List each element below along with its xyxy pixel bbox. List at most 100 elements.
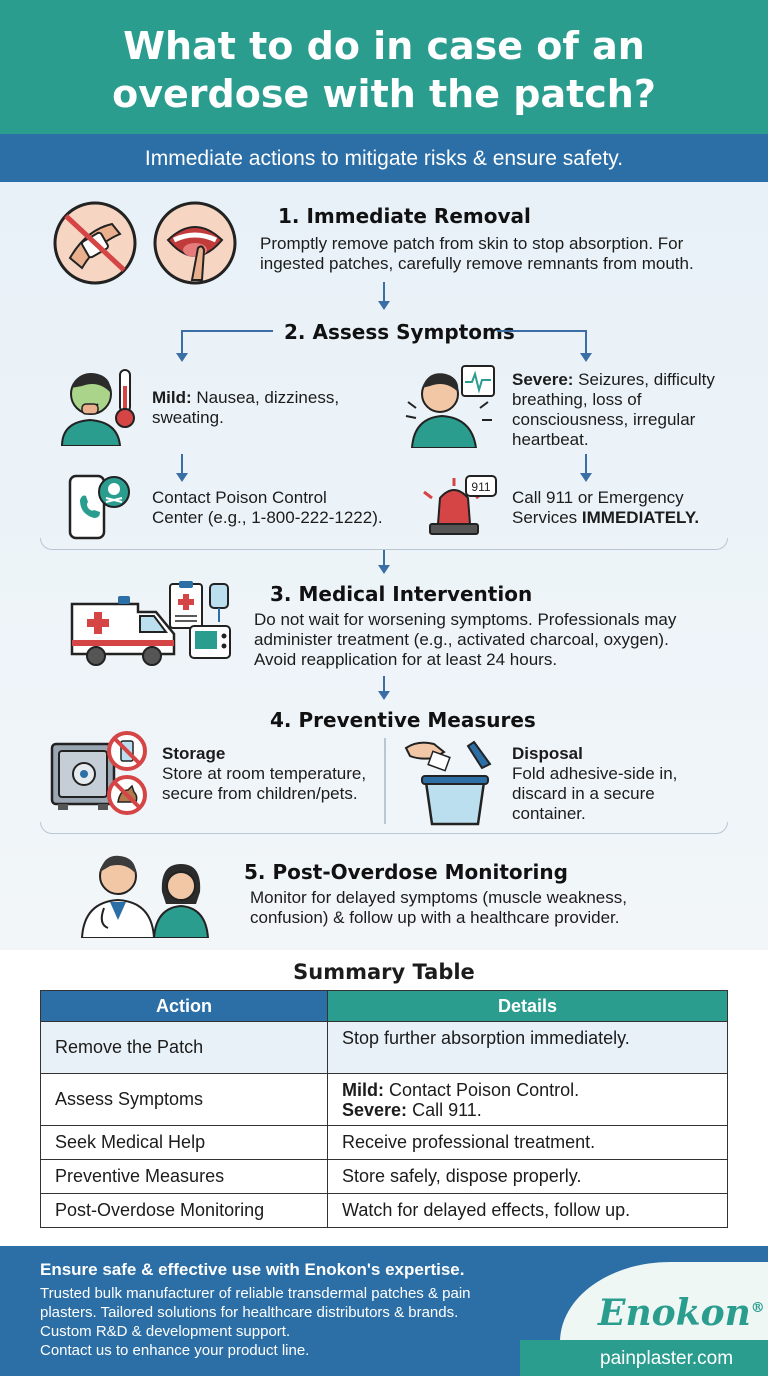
summary-title: Summary Table	[293, 960, 475, 984]
footer-line4: Contact us to enhance your product line.	[40, 1342, 310, 1359]
title-line-2: overdose with the patch?	[112, 72, 656, 116]
medical-chart-icon	[169, 581, 203, 629]
step5-line2: confusion) & follow up with a healthcare…	[250, 908, 620, 927]
mouth-icon	[153, 201, 237, 285]
ambulance-icon	[70, 596, 176, 666]
doctor-icon	[80, 855, 156, 938]
footer-line3: Custom R&D & development support.	[40, 1323, 291, 1340]
arrow-down	[176, 330, 188, 362]
disposal-title: Disposal	[512, 744, 583, 763]
brand-name: Enokon	[598, 1292, 751, 1334]
details-cell: Stop further absorption immediately.	[327, 1021, 728, 1074]
step3-line2: administer treatment (e.g., activated ch…	[254, 630, 669, 649]
site-link[interactable]: painplaster.com	[600, 1348, 734, 1369]
mild-label: Mild:	[152, 388, 192, 407]
section-divider	[40, 538, 728, 550]
mild-action-line1: Contact Poison Control	[152, 488, 327, 507]
brand-logo: Enokon®	[598, 1292, 765, 1334]
patient-icon	[152, 864, 210, 938]
storage-title: Storage	[162, 744, 226, 763]
footer-heading: Ensure safe & effective use with Enokon'…	[40, 1260, 465, 1279]
emergency-siren-icon: 911	[423, 475, 497, 535]
safe-icon	[50, 742, 116, 810]
page-title: What to do in case of an overdose with t…	[0, 0, 768, 118]
distressed-person-icon	[405, 373, 492, 448]
storage-line1: Store at room temperature,	[162, 764, 367, 783]
thermometer-icon	[115, 369, 135, 428]
mild-text: Nausea, dizziness,	[191, 388, 340, 407]
severe-text-4: heartbeat.	[512, 430, 589, 449]
step5-text: Monitor for delayed symptoms (muscle wea…	[250, 888, 730, 928]
brand-mark: ®	[750, 1300, 765, 1316]
column-separator	[384, 738, 386, 824]
sick-person-icon	[60, 373, 122, 446]
arrow-down	[176, 454, 188, 482]
mild-action: Contact Poison Control Center (e.g., 1-8…	[152, 488, 412, 528]
severe-action-line2: Services	[512, 508, 582, 527]
step1-text: Promptly remove patch from skin to stop …	[260, 234, 730, 274]
disposal-line3: container.	[512, 804, 586, 823]
mild-text-2: sweating.	[152, 408, 224, 427]
section-divider	[40, 822, 728, 834]
severe-symptoms: Severe: Seizures, difficulty breathing, …	[512, 370, 742, 450]
arrow-down	[378, 550, 390, 574]
details-cell: Receive professional treatment.	[327, 1125, 728, 1160]
heart-monitor-icon	[461, 365, 495, 397]
severe-action: Call 911 or Emergency Services IMMEDIATE…	[512, 488, 742, 528]
arrow-down	[580, 330, 592, 362]
no-medicine-icon	[107, 731, 147, 771]
details-cell: Store safely, dispose properly.	[327, 1159, 728, 1194]
details-cell: Watch for delayed effects, follow up.	[327, 1193, 728, 1228]
step3-line3: Avoid reapplication for at least 24 hour…	[254, 650, 558, 669]
disposal-line2: discard in a secure	[512, 784, 655, 803]
action-cell: Preventive Measures	[40, 1159, 328, 1194]
disposal-line1: Fold adhesive-side in,	[512, 764, 678, 783]
footer-line1: Trusted bulk manufacturer of reliable tr…	[40, 1285, 471, 1302]
table-row: Assess Symptoms Mild: Contact Poison Con…	[40, 1073, 728, 1126]
subtitle-banner: Immediate actions to mitigate risks & en…	[0, 134, 768, 182]
footer-line2: plasters. Tailored solutions for healthc…	[40, 1304, 459, 1321]
arrow-down	[378, 676, 390, 700]
step1-title: 1. Immediate Removal	[278, 204, 531, 228]
step5-line1: Monitor for delayed symptoms (muscle wea…	[250, 888, 627, 907]
no-patch-icon	[53, 201, 137, 285]
details-severe-label: Severe:	[342, 1100, 408, 1120]
iv-drip-icon	[209, 583, 229, 622]
severe-text-2: breathing, loss of	[512, 390, 642, 409]
step3-title: 3. Medical Intervention	[270, 582, 533, 606]
action-cell: Post-Overdose Monitoring	[40, 1193, 328, 1228]
summary-table: Action Details Remove the Patch Stop fur…	[40, 990, 728, 1228]
step1-line2: ingested patches, carefully remove remna…	[260, 254, 694, 273]
monitor-icon	[189, 625, 231, 659]
table-header-row: Action Details	[40, 990, 728, 1022]
storage-block: Storage Store at room temperature, secur…	[162, 744, 382, 804]
action-cell: Assess Symptoms	[40, 1073, 328, 1126]
disposal-block: Disposal Fold adhesive-side in, discard …	[512, 744, 732, 824]
phone-poison-icon	[68, 474, 130, 540]
branch-line-left	[181, 330, 273, 332]
action-cell: Seek Medical Help	[40, 1125, 328, 1160]
severe-action-line1: Call 911 or Emergency	[512, 488, 684, 507]
title-line-1: What to do in case of an	[123, 24, 645, 68]
details-mild: Contact Poison Control.	[384, 1080, 580, 1100]
badge-911: 911	[471, 480, 490, 494]
step3-line1: Do not wait for worsening symptoms. Prof…	[254, 610, 677, 629]
severe-action-emphasis: IMMEDIATELY.	[581, 508, 700, 527]
col-action-header: Action	[40, 990, 328, 1022]
arrow-down	[378, 282, 390, 310]
table-row: Seek Medical Help Receive professional t…	[40, 1125, 728, 1160]
mild-symptoms: Mild: Nausea, dizziness, sweating.	[152, 388, 362, 428]
severe-label: Severe:	[512, 370, 574, 389]
severe-text-3: consciousness, irregular	[512, 410, 696, 429]
site-bar	[520, 1340, 768, 1376]
step1-line1: Promptly remove patch from skin to stop …	[260, 234, 684, 253]
details-mild-label: Mild:	[342, 1080, 384, 1100]
step3-text: Do not wait for worsening symptoms. Prof…	[254, 610, 734, 670]
col-details-header: Details	[327, 990, 728, 1022]
branch-line-right	[497, 330, 587, 332]
disposal-bin-icon	[404, 740, 492, 826]
severe-text: Seizures, difficulty	[573, 370, 715, 389]
action-cell: Remove the Patch	[40, 1021, 328, 1074]
table-row: Remove the Patch Stop further absorption…	[40, 1021, 728, 1074]
subtitle: Immediate actions to mitigate risks & en…	[144, 147, 624, 170]
